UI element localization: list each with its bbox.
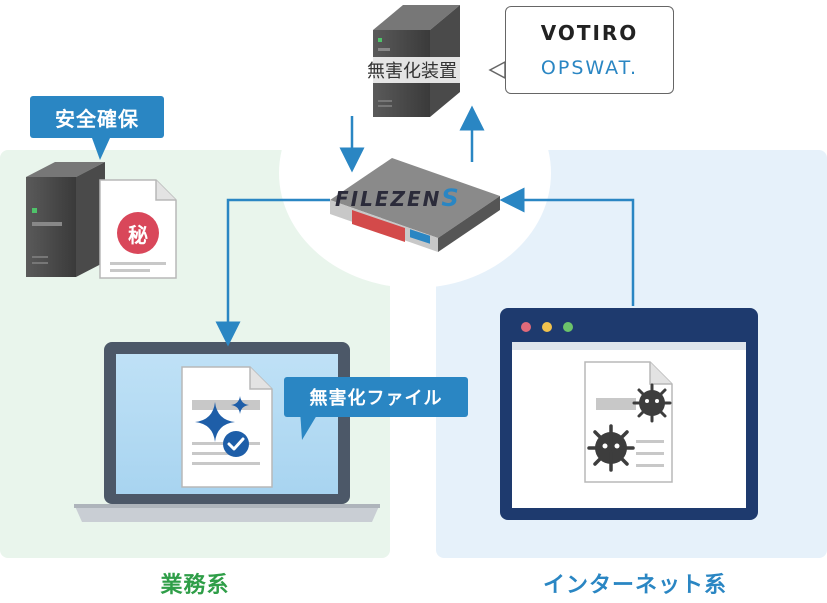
secret-document-icon [99,179,177,279]
business-server-icon [26,162,105,277]
harmless-callout-tail [300,410,320,440]
virus-icon [587,424,635,472]
internet-zone-label: インターネット系 [542,573,727,598]
flow-arrows [215,105,635,347]
harmless-file-callout: 無害化ファイル [284,377,468,417]
filezen-logo-s: S [441,184,461,212]
harmless-document-icon [181,366,273,488]
virus-icon [632,383,672,423]
secret-badge-text: 秘 [128,223,148,247]
filezen-logo-text: FILEZEN [335,187,442,211]
vendor-opswat: OPSWAT. [540,57,639,79]
filezen-logo: FILEZENS [335,184,505,214]
safety-callout: 安全確保 [30,96,164,138]
filezen-appliance-icon [330,158,500,252]
business-zone-label: 業務系 [160,573,230,598]
sparkle-check-icon [195,396,249,457]
vendor-box: VOTIRO OPSWAT. [505,6,674,94]
safety-callout-tail [92,138,110,160]
device-label: 無害化装置 [347,57,477,83]
vendor-votiro: VOTIRO [540,21,639,45]
